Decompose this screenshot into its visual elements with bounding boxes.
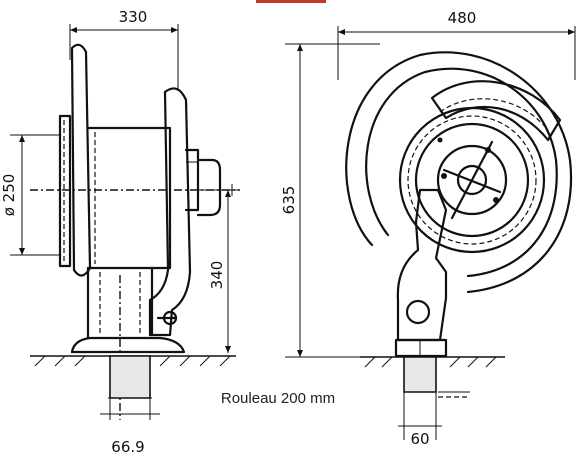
dim-250: ø 250 xyxy=(0,174,18,217)
outer-guide-arc xyxy=(345,51,573,294)
bolt-4 xyxy=(437,137,443,143)
dim-635: 635 xyxy=(280,186,298,215)
front-base xyxy=(394,338,448,358)
side-view: 330 ø 250 340 xyxy=(0,8,240,456)
dim-60: 60 xyxy=(410,430,429,448)
bolt-3 xyxy=(485,147,491,153)
drum-body xyxy=(86,126,172,270)
support-bracket xyxy=(148,87,192,337)
ground-hatch-right xyxy=(364,356,497,368)
drum-center xyxy=(456,164,488,196)
base-plate xyxy=(70,336,186,354)
dim-480: 480 xyxy=(448,9,477,27)
hub-spoke-b xyxy=(442,168,502,194)
front-view: 480 635 xyxy=(280,9,576,448)
caption: Rouleau 200 mm xyxy=(221,390,335,407)
pivot-hole xyxy=(405,299,431,325)
flange-hub xyxy=(58,114,72,268)
drum-hidden xyxy=(407,115,537,245)
ground-socket xyxy=(109,355,151,399)
bolt-2 xyxy=(493,197,499,203)
dim-669: 66.9 xyxy=(111,438,144,456)
front-support-arm xyxy=(396,188,448,342)
drum-outer xyxy=(398,106,546,254)
header-accent xyxy=(256,0,326,3)
handle-loop xyxy=(196,158,222,217)
front-ground-socket xyxy=(403,356,437,393)
ground-hatch-left xyxy=(34,355,231,367)
drum-hub xyxy=(436,144,508,216)
post xyxy=(86,266,154,340)
bolt-1 xyxy=(441,173,447,179)
handle-box-outer xyxy=(184,148,200,212)
top-cover-hidden xyxy=(439,98,549,131)
dim-340: 340 xyxy=(208,261,226,290)
drum-flange xyxy=(70,43,92,277)
dim-330: 330 xyxy=(119,8,148,26)
drum-inner xyxy=(414,122,530,238)
